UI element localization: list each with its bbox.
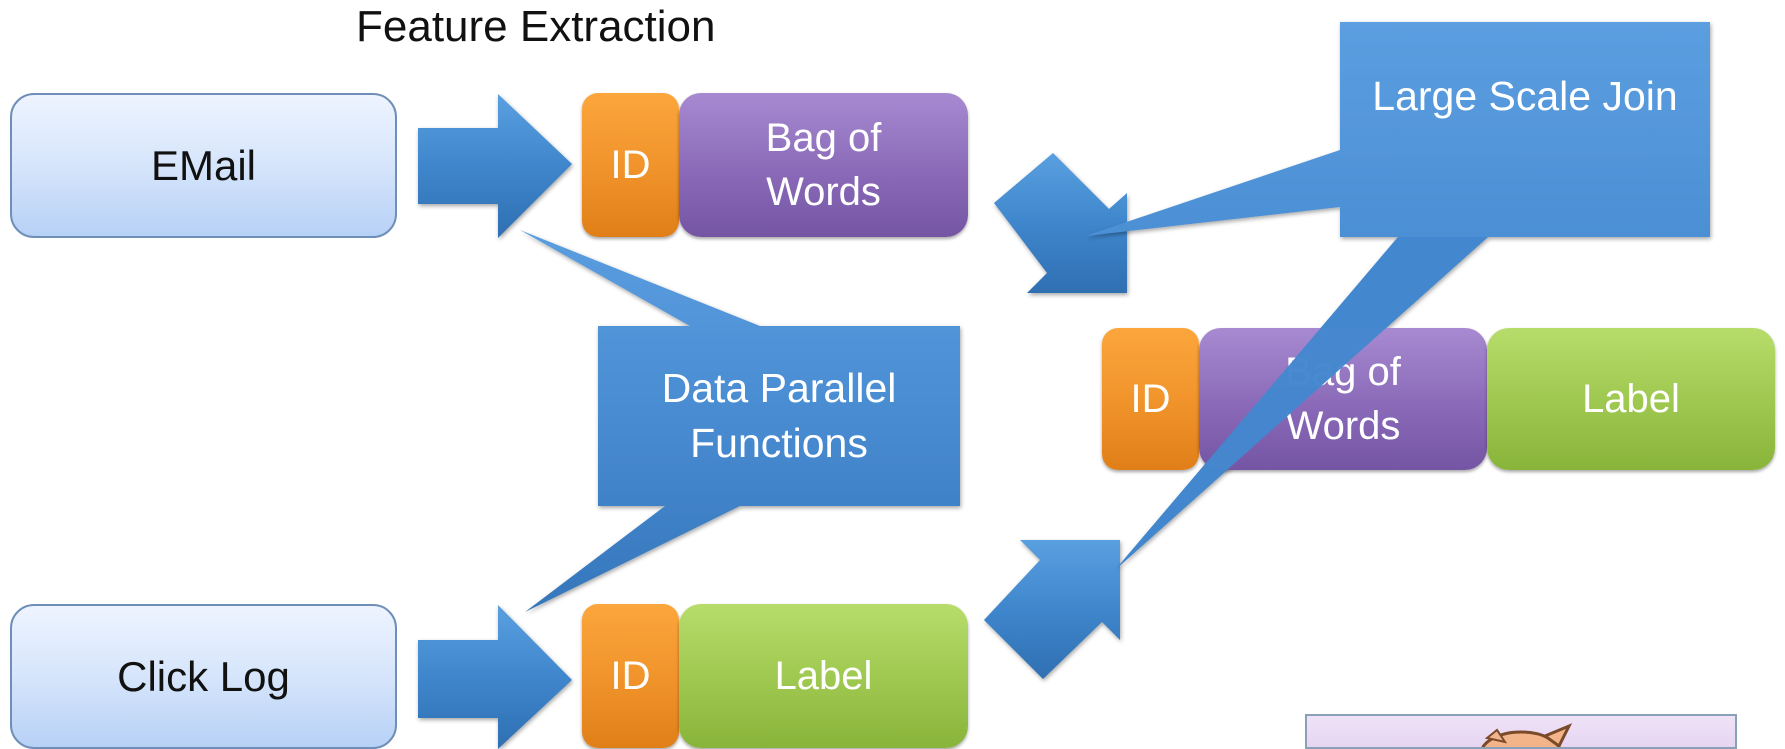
email-bag-of-words-block: Bag of Words xyxy=(679,93,968,237)
click-log-source-box: Click Log xyxy=(10,604,397,749)
email-id-block: ID xyxy=(582,93,679,237)
data-parallel-callout-shape xyxy=(520,230,960,612)
email-source-box: EMail xyxy=(10,93,397,238)
arrow-down-right-icon xyxy=(994,153,1127,293)
joined-bag-of-words-block: Bag of Words xyxy=(1199,328,1487,470)
data-parallel-callout-label: Data Parallel Functions xyxy=(661,364,897,466)
pig-icon xyxy=(1481,723,1573,747)
large-scale-join-callout-label: Large Scale Join xyxy=(1372,73,1678,120)
click-id-block: ID xyxy=(582,604,679,748)
joined-label-block: Label xyxy=(1487,328,1775,470)
arrow-right-icon xyxy=(418,94,572,238)
joined-id-block: ID xyxy=(1102,328,1199,470)
page-title: Feature Extraction xyxy=(356,2,716,51)
click-label-block: Label xyxy=(679,604,968,748)
arrow-up-right-icon xyxy=(984,540,1120,679)
pig-thumbnail xyxy=(1305,714,1737,749)
arrow-right-icon xyxy=(418,605,572,749)
